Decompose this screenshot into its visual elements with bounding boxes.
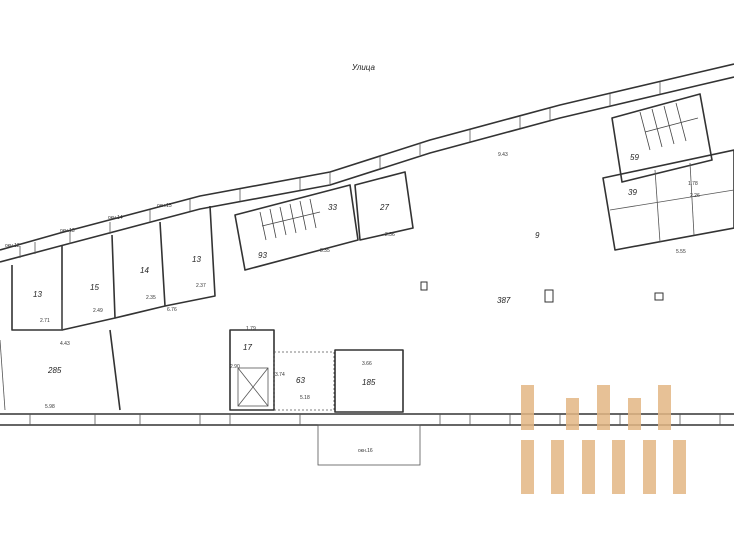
svg-text:2.26: 2.26 [690, 193, 700, 199]
svg-text:5.18: 5.18 [300, 395, 310, 401]
room-area-17: 17 [243, 343, 252, 352]
north-facade-wall [0, 63, 734, 263]
room-area-387: 387 [497, 296, 511, 305]
svg-text:5.55: 5.55 [676, 249, 686, 255]
room-area-185: 185 [362, 378, 376, 387]
svg-text:1.78: 1.78 [688, 181, 698, 187]
room-area-13b: 13 [192, 255, 201, 264]
svg-text:3.66: 3.66 [362, 361, 372, 367]
room-area-15: 15 [90, 283, 99, 292]
room-area-27: 27 [379, 203, 389, 212]
room-area-59: 59 [630, 153, 639, 162]
opening-label-15: окн.15 [157, 203, 172, 209]
svg-text:2.36: 2.36 [385, 232, 395, 238]
partition-far-west [0, 339, 6, 411]
room-area-93: 93 [258, 251, 267, 260]
south-wall [0, 413, 734, 426]
svg-text:9.43: 9.43 [498, 152, 508, 158]
opening-label-16: окн.16 [358, 448, 373, 454]
svg-text:8.35: 8.35 [320, 248, 330, 254]
partition-west [109, 329, 121, 411]
room-area-63: 63 [296, 376, 305, 385]
svg-text:2.90: 2.90 [230, 364, 240, 370]
room-area-33: 33 [328, 203, 337, 212]
column [420, 281, 428, 291]
opening-label-14: окн.14 [108, 215, 123, 221]
room-area-14: 14 [140, 266, 149, 275]
room-area-285: 285 [47, 366, 62, 375]
svg-text:2.49: 2.49 [93, 308, 103, 314]
west-offices [11, 205, 216, 331]
room-area-39: 39 [628, 188, 637, 197]
east-service-rooms [602, 149, 734, 251]
north-stair-core [234, 184, 359, 271]
entrance-porch [317, 424, 421, 466]
street-label: Улица [351, 63, 375, 72]
svg-text:1.79: 1.79 [246, 326, 256, 332]
svg-text:2.71: 2.71 [40, 318, 50, 324]
svg-text:2.35: 2.35 [146, 295, 156, 301]
watermark-logo [521, 385, 686, 494]
east-stair-core [611, 93, 713, 183]
opening-label-13: окн.13 [60, 228, 75, 234]
svg-text:5.98: 5.98 [45, 404, 55, 410]
room-185-walls [334, 349, 404, 413]
column [654, 292, 664, 301]
opening-label-12: окн.12 [5, 243, 20, 249]
lift-core [229, 329, 335, 411]
svg-text:2.37: 2.37 [196, 283, 206, 289]
room-area-13a: 13 [33, 290, 42, 299]
hall-mark: 9 [535, 231, 540, 240]
svg-text:3.74: 3.74 [275, 372, 285, 378]
room-27-walls [354, 171, 414, 241]
svg-text:6.76: 6.76 [167, 307, 177, 313]
dimension-labels: 5.98 8.35 2.49 2.35 2.37 4.43 6.76 2.71 … [40, 152, 700, 410]
column [544, 289, 554, 303]
svg-text:4.43: 4.43 [60, 341, 70, 347]
